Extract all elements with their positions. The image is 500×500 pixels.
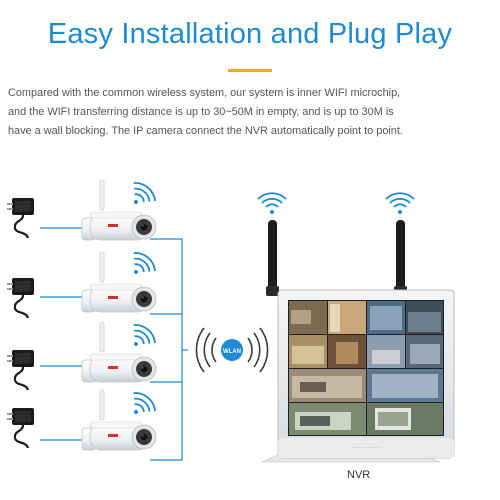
nvr-antenna: [266, 220, 279, 296]
power-wires: [40, 227, 82, 441]
wifi-icon: [123, 387, 160, 424]
nvr-label: NVR: [347, 469, 371, 481]
power-adapter: [5, 196, 36, 240]
nvr-screen: [288, 300, 444, 436]
description-line: and the WIFI transferring distance is up…: [8, 106, 394, 118]
wifi-icon: [257, 192, 287, 215]
nvr-antenna: [394, 220, 407, 296]
installation-diagram: WLAN — — — — — —: [5, 177, 455, 463]
power-adapter: [5, 406, 36, 450]
wlan-badge-text: WLAN: [223, 349, 241, 355]
description-line: have a wall blocking. The IP camera conn…: [8, 125, 403, 137]
wifi-icon: [123, 247, 160, 284]
title-underline: [228, 69, 272, 72]
wifi-icon: [123, 177, 160, 214]
ip-camera: [81, 251, 157, 313]
network-bracket: [150, 238, 188, 461]
wlan-signal-icon: WLAN: [195, 327, 269, 373]
description: Compared with the common wireless system…: [8, 84, 494, 141]
nvr-monitor: — — — — — —: [277, 289, 455, 459]
power-adapter: [5, 276, 36, 320]
ip-camera: [81, 321, 157, 383]
ip-camera: [81, 389, 157, 451]
power-adapter: [5, 348, 36, 392]
description-line: Compared with the common wireless system…: [8, 87, 401, 99]
page-title: Easy Installation and Plug Play: [47, 18, 453, 50]
wifi-icon: [385, 192, 415, 215]
ip-camera: [81, 179, 157, 241]
svg-text:— — — — — —: — — — — — —: [351, 444, 381, 449]
wifi-icon: [123, 319, 160, 356]
